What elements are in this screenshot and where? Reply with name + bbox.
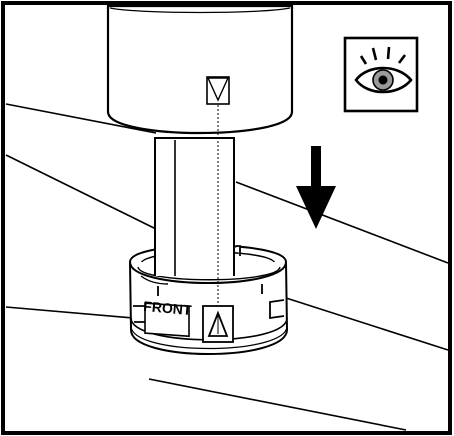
triangle-up-icon [202, 305, 234, 343]
arrow-down-icon [296, 146, 336, 229]
syringe-barrel [106, 4, 294, 135]
diamond-marker-icon [206, 76, 230, 105]
surface-lines [5, 103, 449, 431]
front-label-text: FRONT [143, 298, 193, 318]
front-label: FRONT [143, 298, 193, 338]
eye-icon [343, 36, 419, 113]
plunger-rod-front [155, 240, 234, 276]
